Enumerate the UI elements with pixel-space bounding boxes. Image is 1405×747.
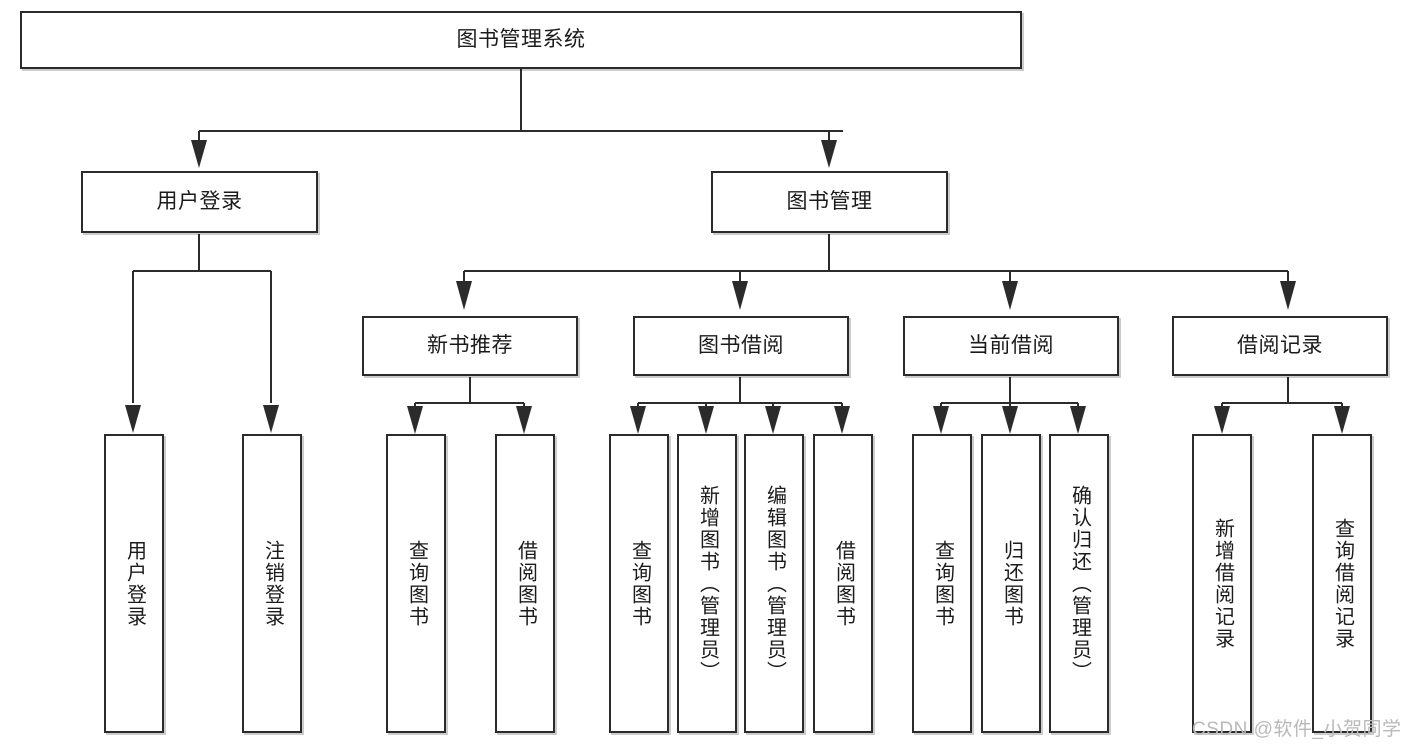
arrow-leaf-add-record [1214, 406, 1230, 434]
node-leaf-query-book-1[interactable]: 查询图书 [386, 434, 446, 733]
arrow-leaf-user-logout [263, 405, 279, 433]
arrow-book-borrow [732, 281, 748, 310]
node-leaf-query-record[interactable]: 查询借阅记录 [1312, 434, 1372, 733]
node-leaf-add-record-label: 新增借阅记录 [1211, 517, 1234, 650]
node-leaf-query-record-label: 查询借阅记录 [1331, 517, 1354, 650]
arrow-leaf-query-record [1334, 406, 1350, 434]
node-leaf-query-book-3-label: 查询图书 [931, 539, 954, 628]
node-leaf-query-book-2[interactable]: 查询图书 [609, 434, 669, 733]
node-leaf-query-book-2-label: 查询图书 [628, 539, 651, 628]
arrow-leaf-add-book [698, 406, 714, 434]
arrow-new-book-recommend [456, 281, 472, 310]
node-current-borrow-label: 当前借阅 [968, 333, 1054, 357]
arrow-current-borrow [1002, 281, 1018, 310]
arrow-user-login [191, 140, 207, 168]
arrow-borrow-record [1280, 281, 1296, 310]
node-borrow-record-label: 借阅记录 [1237, 333, 1323, 357]
node-book-borrow-label: 图书借阅 [698, 333, 784, 357]
arrow-leaf-confirm-return [1070, 406, 1086, 434]
node-leaf-user-login[interactable]: 用户登录 [104, 434, 164, 733]
node-leaf-edit-book[interactable]: 编辑图书（管理员） [744, 434, 804, 733]
node-leaf-borrow-book-1[interactable]: 借阅图书 [495, 434, 555, 733]
node-leaf-confirm-return-label: 确认归还（管理员） [1068, 484, 1091, 683]
node-leaf-borrow-book-1-label: 借阅图书 [514, 539, 537, 628]
node-leaf-confirm-return[interactable]: 确认归还（管理员） [1049, 434, 1109, 733]
node-leaf-query-book-1-label: 查询图书 [405, 539, 428, 628]
node-book-borrow[interactable]: 图书借阅 [633, 316, 849, 376]
node-book-manage-label: 图书管理 [786, 189, 873, 213]
arrow-leaf-query-book-3 [933, 406, 949, 434]
arrow-book-manage [821, 140, 837, 168]
node-leaf-borrow-book-2[interactable]: 借阅图书 [813, 434, 873, 733]
node-leaf-add-record[interactable]: 新增借阅记录 [1192, 434, 1252, 733]
arrow-leaf-borrow-book-2 [834, 406, 850, 434]
arrow-leaf-query-book-1 [407, 406, 423, 434]
node-leaf-return-book[interactable]: 归还图书 [981, 434, 1041, 733]
node-new-book-recommend[interactable]: 新书推荐 [362, 316, 578, 376]
node-leaf-user-logout-label: 注销登录 [261, 539, 284, 628]
arrow-leaf-borrow-book-1 [516, 406, 532, 434]
arrow-leaf-user-login [125, 405, 141, 433]
node-root[interactable]: 图书管理系统 [20, 11, 1022, 69]
node-leaf-borrow-book-2-label: 借阅图书 [832, 539, 855, 628]
node-user-login[interactable]: 用户登录 [81, 171, 318, 233]
node-root-label: 图书管理系统 [456, 27, 586, 51]
arrow-leaf-return-book [1002, 406, 1018, 434]
node-leaf-user-login-label: 用户登录 [123, 539, 146, 628]
node-user-login-label: 用户登录 [156, 189, 243, 213]
arrow-leaf-edit-book [765, 406, 781, 434]
node-leaf-add-book-label: 新增图书（管理员） [696, 484, 719, 683]
node-borrow-record[interactable]: 借阅记录 [1172, 316, 1388, 376]
arrow-leaf-query-book-2 [630, 406, 646, 434]
node-leaf-user-logout[interactable]: 注销登录 [242, 434, 302, 733]
node-leaf-return-book-label: 归还图书 [1000, 539, 1023, 628]
arrowheads [125, 140, 1350, 434]
node-leaf-add-book[interactable]: 新增图书（管理员） [677, 434, 737, 733]
node-new-book-recommend-label: 新书推荐 [427, 333, 513, 357]
node-current-borrow[interactable]: 当前借阅 [903, 316, 1119, 376]
node-leaf-edit-book-label: 编辑图书（管理员） [763, 484, 786, 683]
node-leaf-query-book-3[interactable]: 查询图书 [912, 434, 972, 733]
node-book-manage[interactable]: 图书管理 [711, 171, 948, 233]
